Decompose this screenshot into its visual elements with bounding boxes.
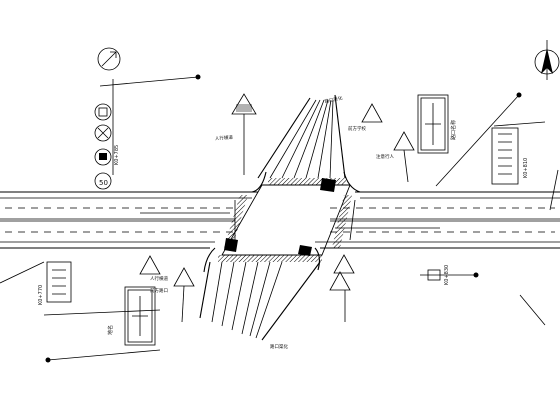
svg-text:50: 50	[99, 179, 108, 187]
crosswalk-top	[268, 178, 346, 185]
warn-lower-center-label: 人行横道	[150, 275, 168, 282]
warn-upper-center2-label: 注意行人	[376, 153, 394, 160]
warning-signs-upper: 人行横道 前方学校 注意行人	[215, 93, 415, 183]
guide-lower-left-label: 地名	[107, 325, 114, 335]
warn-upper-left-label: 人行横道	[215, 134, 234, 142]
sign-lower-right: K0+830	[420, 265, 479, 285]
guide-upper-right-label: 路口名称	[450, 120, 457, 140]
crosswalk-bottom	[218, 255, 322, 262]
sign-column-left: 50 K0+785	[94, 47, 201, 190]
warning-signs-lower: 人行横道 前方路口	[139, 254, 355, 323]
intersection-box	[218, 178, 356, 262]
cross-road	[199, 94, 361, 341]
north-arrow	[534, 40, 560, 80]
signs-lower-left: K0+770 地名	[38, 261, 161, 363]
warn-upper-center-label: 前方学校	[348, 125, 366, 132]
main-road	[0, 191, 560, 249]
crosswalk-left	[224, 195, 248, 248]
crosswalk-right	[332, 195, 352, 248]
stake-upper-right-label: K0+810	[523, 158, 529, 178]
road-note-bottom: 路口渠化	[270, 343, 288, 350]
guide-sign-upper-right: 路口名称	[417, 92, 522, 187]
stake-lower-left-label: K0+770	[38, 285, 44, 305]
road-note-top: 路口渠化	[324, 94, 344, 105]
stake-sign-right: K0+810	[491, 121, 546, 185]
warn-lower-center2-label: 前方路口	[150, 287, 168, 294]
stake-label-upper-left: K0+785	[114, 145, 120, 165]
leader-lines	[0, 169, 559, 326]
